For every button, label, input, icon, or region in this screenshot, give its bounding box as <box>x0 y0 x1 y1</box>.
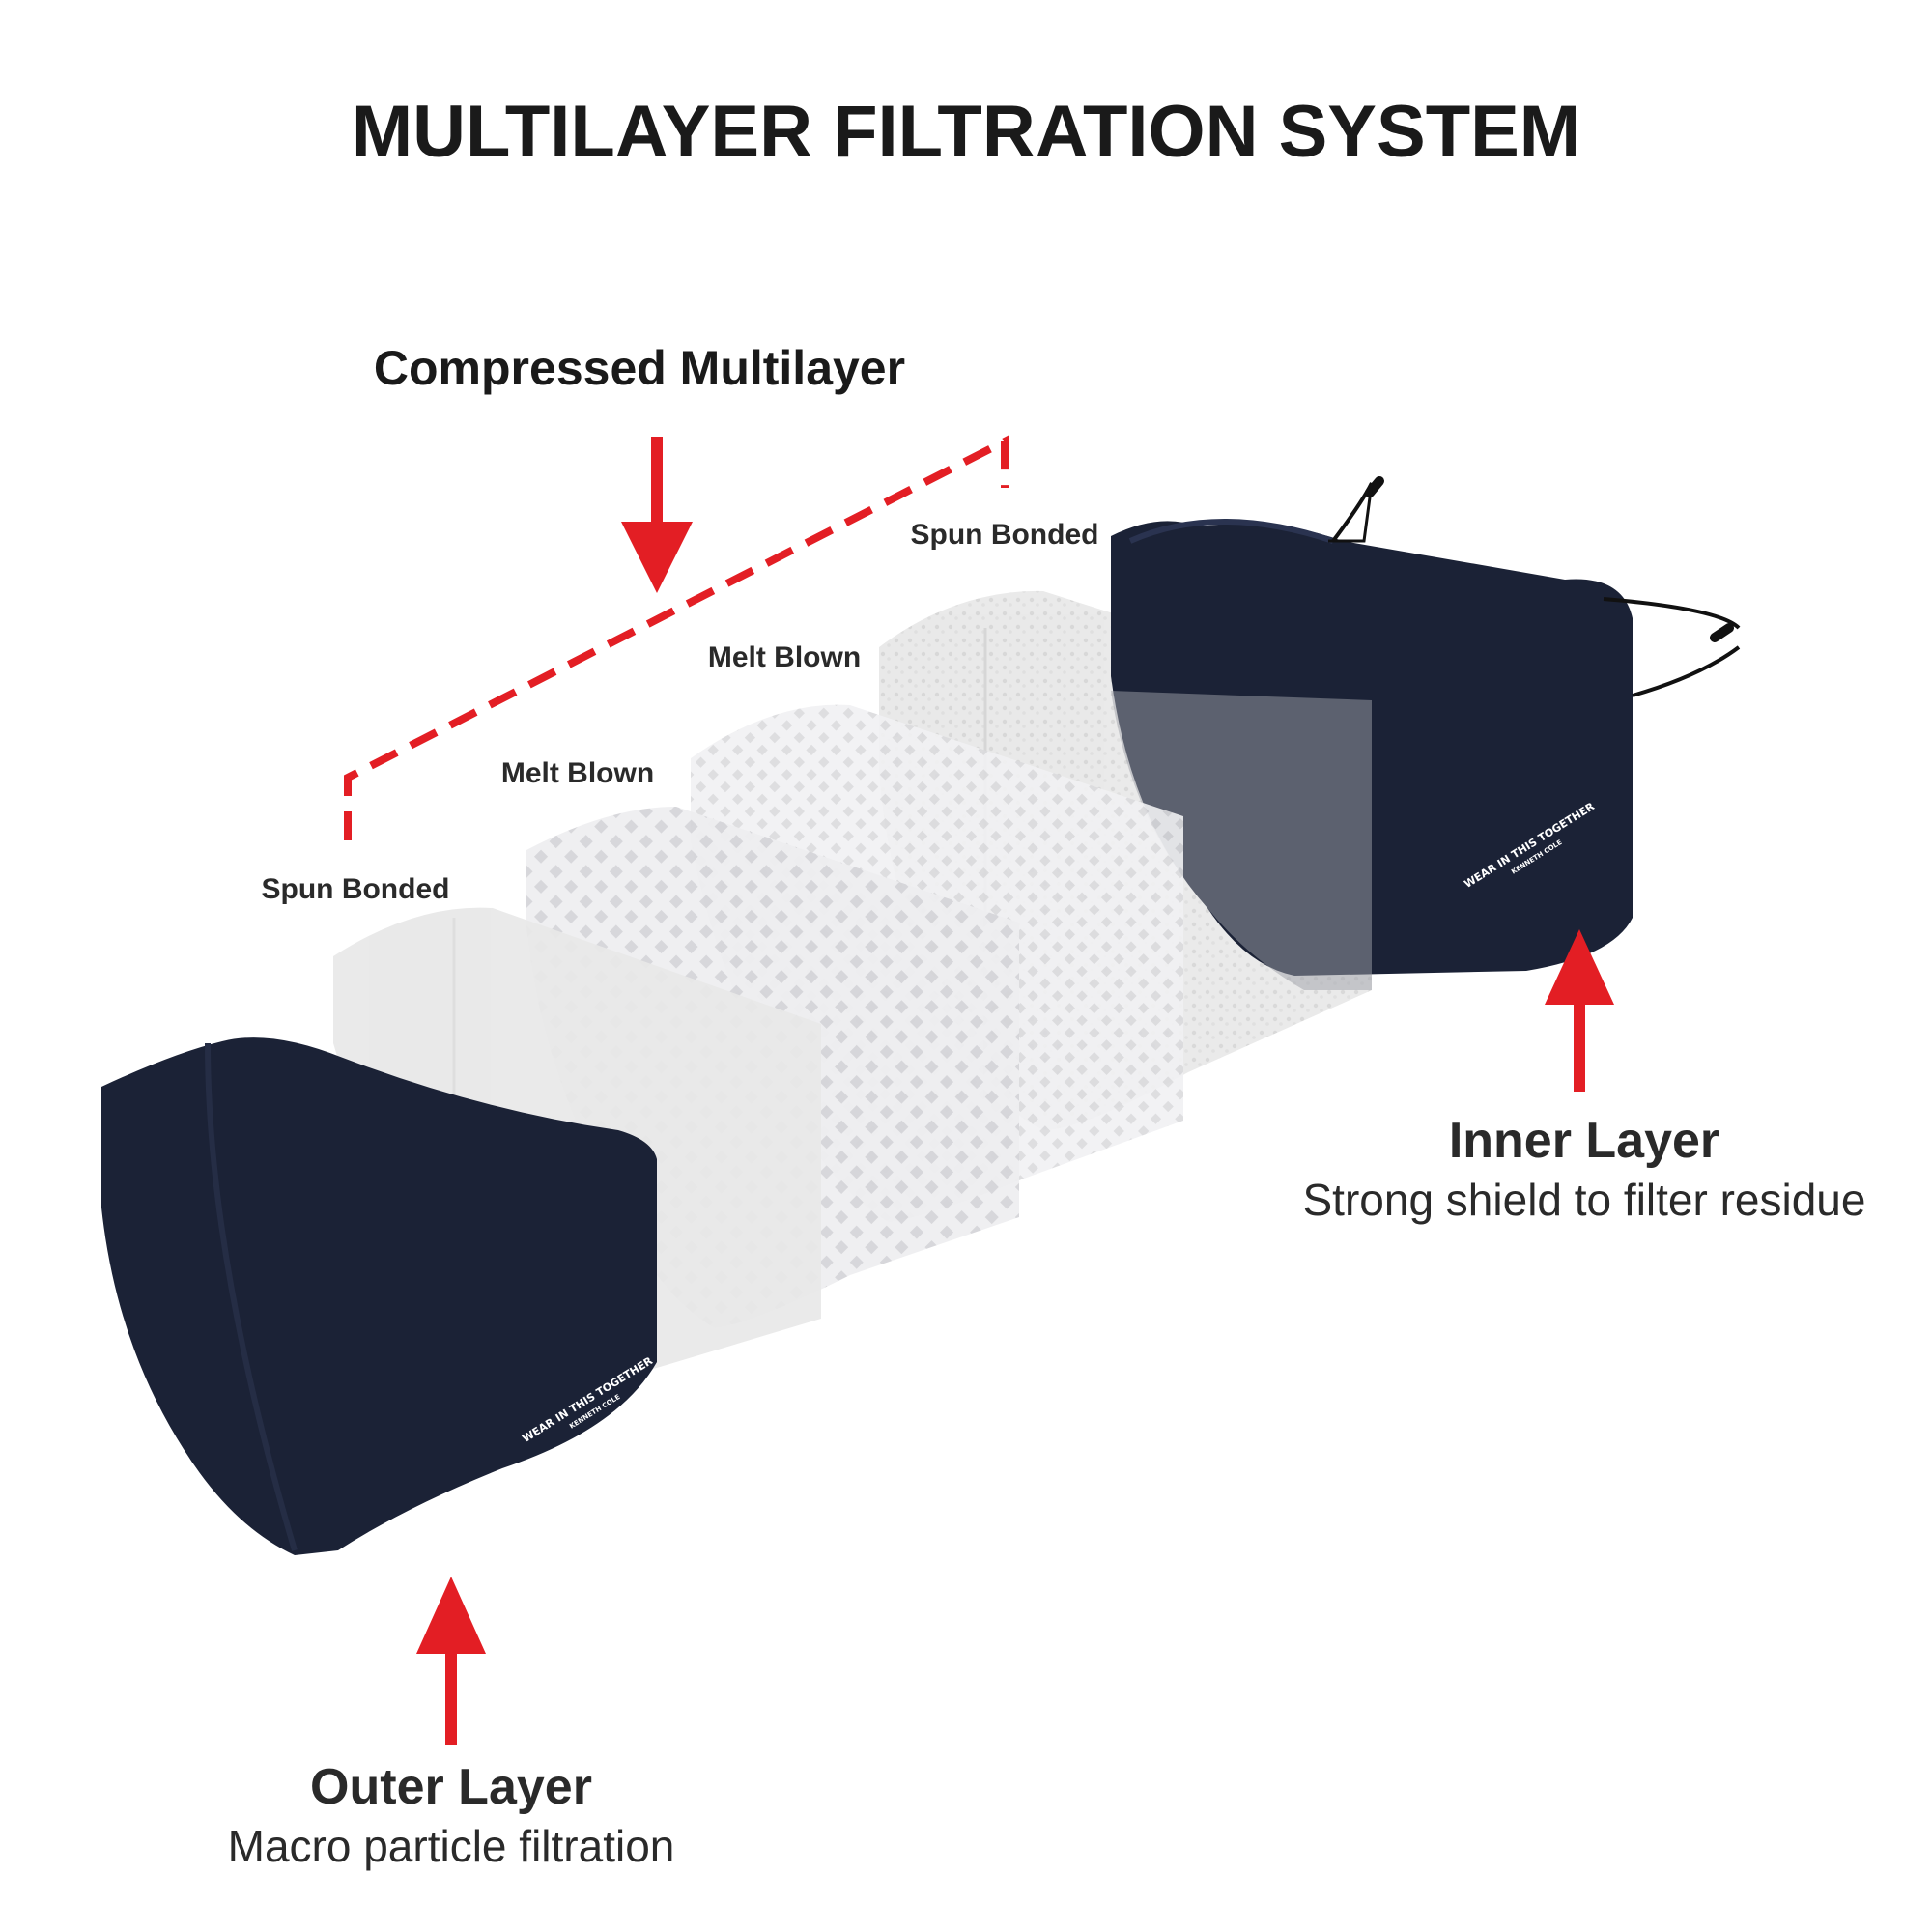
compressed-multilayer-label: Compressed Multilayer <box>374 341 905 395</box>
layer-label-spun-bonded-2: Spun Bonded <box>911 519 1099 551</box>
compressed-bracket <box>344 435 1009 840</box>
compressed-arrow-icon <box>621 437 693 593</box>
inner-layer-title: Inner Layer <box>1449 1113 1719 1169</box>
outer-arrow-icon <box>416 1577 486 1745</box>
outer-layer-desc: Macro particle filtration <box>228 1821 675 1871</box>
layer-label-melt-blown-2: Melt Blown <box>708 641 861 673</box>
page-title: MULTILAYER FILTRATION SYSTEM <box>352 91 1580 173</box>
inner-layer-desc: Strong shield to filter residue <box>1303 1175 1866 1225</box>
layer-overlay <box>1111 691 1372 990</box>
inner-arrow-icon <box>1545 929 1614 1092</box>
layer-label-spun-bonded-1: Spun Bonded <box>262 873 450 905</box>
layer-label-melt-blown-1: Melt Blown <box>501 757 654 789</box>
outer-layer-title: Outer Layer <box>310 1759 592 1815</box>
